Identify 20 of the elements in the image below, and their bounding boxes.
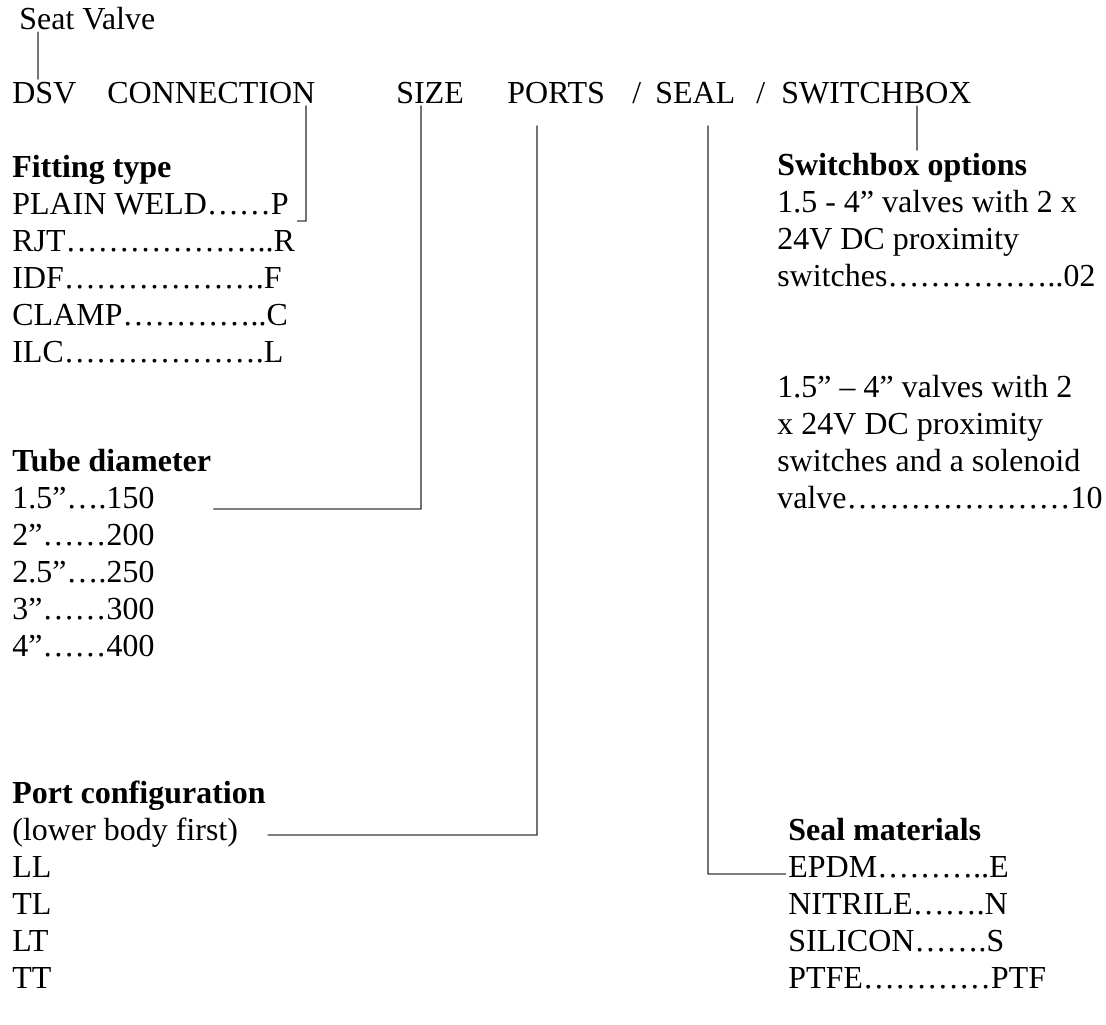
code-segment-label: PORTS	[508, 81, 603, 104]
code-segment-label: CONNECTION	[108, 81, 315, 104]
leader-line	[37, 31, 39, 81]
leader-line	[707, 124, 787, 875]
option-list: Port configuration (lower body first) LL TL LT TT	[12, 780, 266, 988]
leader-line	[267, 124, 538, 836]
callout-label: Seat Valve	[21, 6, 155, 30]
leader-line	[212, 104, 422, 510]
code-segment-label: SEAL	[657, 81, 734, 104]
separator-label: /	[632, 81, 642, 104]
code-segment-label: DSV	[13, 81, 76, 104]
leader-line	[296, 104, 307, 222]
option-list: Fitting type PLAIN WELD……P RJT………………..R IDF……………….F CLAMP…………..C ILC……………….L	[12, 154, 295, 363]
option-list: Switchbox options 1.5 - 4” valves with 2 x 24V DC proximity switches……………..02 1.5” – 4” valves with 2 x 24V DC proximity switches and a solenoid valve…………………10	[777, 152, 1102, 509]
leader-line	[916, 105, 918, 152]
option-list: Seal materials EPDM………..E NITRILE…….N SILICON…….S PTFE…………PTF	[789, 817, 1045, 989]
code-segment-label: SWITCHBOX	[783, 81, 971, 104]
code-segment-label: SIZE	[398, 81, 463, 104]
separator-label: /	[756, 81, 766, 104]
option-list: Tube diameter 1.5”….150 2”……200 2.5”….250 3”……300 4”……400	[12, 448, 211, 657]
